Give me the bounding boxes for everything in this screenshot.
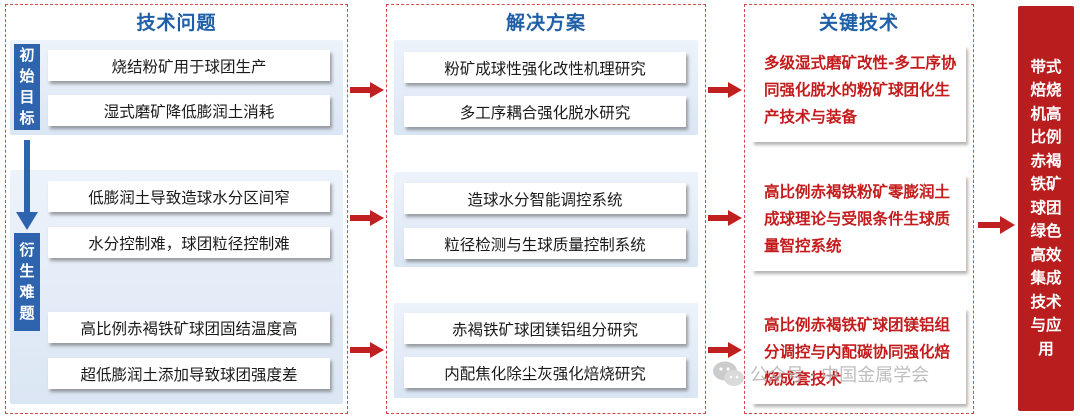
arrow-right-icon — [708, 82, 742, 98]
arrow-right-icon — [350, 342, 384, 358]
derived-problems-tag-label: 衍生难题 — [19, 241, 35, 322]
solution-item: 多工序耦合强化脱水研究 — [404, 96, 686, 127]
problem-item: 超低膨润土添加导致球团强度差 — [48, 358, 330, 389]
solution-item: 粒径检测与生球质量控制系统 — [404, 228, 686, 259]
key-tech-header: 关键技术 — [818, 12, 899, 34]
problems-header: 技术问题 — [136, 12, 217, 34]
arrow-right-icon — [708, 210, 742, 226]
solutions-header: 解决方案 — [505, 12, 586, 34]
problem-item: 湿式磨矿降低膨润土消耗 — [48, 95, 330, 126]
initial-goal-tag: 初始目标 — [14, 44, 40, 130]
arrow-right-icon — [350, 82, 384, 98]
key-tech-item: 多级湿式磨矿改性-多工序协同强化脱水的粉矿球团化生产技术与装备 — [752, 46, 966, 142]
down-arrow-icon — [16, 140, 38, 230]
outcome-box: 带式焙烧机高比例赤褐铁矿球团绿色高效集成技术与应用 — [1018, 6, 1074, 411]
wechat-icon — [713, 361, 744, 386]
watermark-text: 公众号 · 中国金属学会 — [750, 365, 930, 386]
arrow-right-icon — [708, 342, 742, 358]
key-tech-item: 高比例赤褐铁矿球团镁铝组分调控与内配碳协同强化焙烧成套技术 — [752, 308, 966, 404]
solution-item: 内配焦化除尘灰强化焙烧研究 — [404, 357, 686, 388]
solution-item: 粉矿成球性强化改性机理研究 — [404, 52, 686, 83]
arrow-right-icon — [350, 210, 384, 226]
key-tech-item: 高比例赤褐铁粉矿零膨润土成球理论与受限条件生球质量智控系统 — [752, 175, 966, 271]
problem-item: 高比例赤褐铁矿球团固结温度高 — [48, 312, 330, 343]
problems-frame — [5, 4, 348, 414]
key-tech-frame — [744, 4, 974, 414]
problem-item: 低膨润土导致造球水分区间窄 — [48, 181, 330, 212]
initial-goal-tag-label: 初始目标 — [19, 46, 35, 127]
outcome-label: 带式焙烧机高比例赤褐铁矿球团绿色高效集成技术与应用 — [1030, 57, 1062, 358]
arrow-right-icon — [978, 216, 1015, 234]
derived-problems-tag: 衍生难题 — [14, 233, 40, 331]
problem-item: 烧结粉矿用于球团生产 — [48, 50, 330, 81]
solution-item: 造球水分智能调控系统 — [404, 183, 686, 214]
watermark: 公众号 · 中国金属学会 — [712, 356, 929, 392]
problem-item: 水分控制难，球团粒径控制难 — [48, 227, 330, 258]
solution-item: 赤褐铁矿球团镁铝组分研究 — [404, 313, 686, 344]
solutions-frame — [386, 4, 706, 414]
